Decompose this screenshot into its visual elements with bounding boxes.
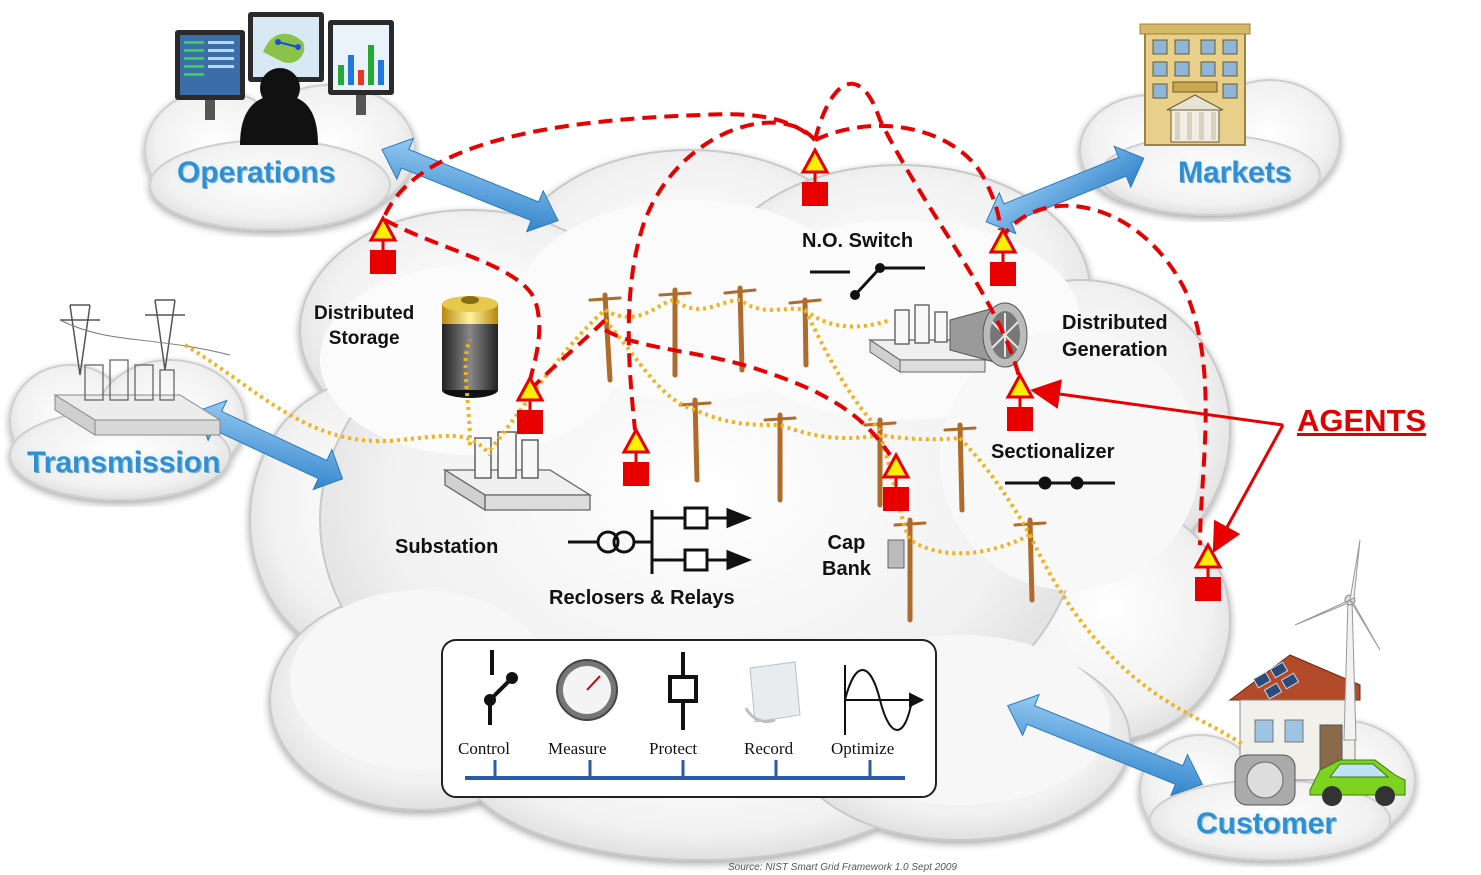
agent-square-icon — [623, 462, 649, 486]
markets-arrow — [985, 145, 1145, 235]
market-building-icon — [1139, 23, 1251, 146]
legend-control-label: Control — [458, 739, 510, 758]
agent-square-icon — [802, 182, 828, 206]
legend-record-label: Record — [744, 739, 794, 758]
customer-arrow — [1006, 693, 1204, 797]
agents-pointer-arrows — [1030, 379, 1285, 554]
distributed-storage-label: Distributed Storage — [314, 303, 415, 349]
agent-square-icon — [990, 262, 1016, 286]
sectionalizer-symbol — [1005, 476, 1115, 490]
substation-icon — [442, 431, 593, 512]
agent-marker — [988, 226, 1018, 286]
agent-square-icon — [517, 410, 543, 434]
no-switch-symbol — [810, 263, 925, 300]
transmission-substation-icon — [53, 299, 231, 436]
agent-square-icon — [1195, 577, 1221, 601]
reclosers-relays-label: Reclosers & Relays — [549, 587, 735, 609]
substation-label: Substation — [395, 536, 499, 558]
agent-square-icon — [370, 250, 396, 274]
control-icon — [484, 650, 518, 725]
cap-bank-icon — [887, 539, 905, 569]
operations-monitors-icon — [175, 12, 394, 145]
transmission-label: Transmission — [27, 446, 221, 479]
smart-meter-icon — [1234, 754, 1296, 806]
record-scroll-icon — [744, 661, 801, 723]
battery-icon — [442, 296, 498, 398]
agent-marker — [515, 374, 545, 434]
agent-square-icon — [883, 487, 909, 511]
customer-label: Customer — [1196, 807, 1337, 840]
agent-marker — [881, 451, 911, 511]
agent-marker — [800, 146, 830, 206]
distributed-generation-label: Distributed Generation — [1062, 312, 1168, 361]
agent-marker — [1193, 541, 1223, 601]
operations-label: Operations — [177, 156, 336, 189]
electric-car-icon — [1309, 759, 1406, 806]
cap-bank-label: Cap Bank — [822, 532, 871, 580]
legend-measure-label: Measure — [548, 739, 607, 758]
legend-optimize-label: Optimize — [831, 739, 895, 758]
agent-marker — [621, 426, 651, 486]
reclosers-relays-symbol — [568, 506, 753, 574]
legend-protect-label: Protect — [649, 739, 698, 758]
agents-label: AGENTS — [1297, 403, 1427, 438]
markets-label: Markets — [1178, 156, 1292, 189]
protect-icon — [668, 652, 698, 730]
agent-links — [383, 81, 1208, 546]
sectionalizer-label: Sectionalizer — [991, 441, 1115, 463]
agent-square-icon — [1007, 407, 1033, 431]
optimize-icon — [844, 665, 925, 735]
agent-marker — [368, 214, 398, 274]
measure-gauge-icon — [556, 659, 618, 721]
function-legend-box — [441, 639, 937, 798]
source-citation: Source: NIST Smart Grid Framework 1.0 Se… — [728, 862, 957, 873]
agent-marker — [1005, 371, 1035, 431]
operations-arrow — [381, 137, 559, 233]
wind-turbine-icon — [1294, 539, 1381, 741]
agent-triangle-icon — [800, 146, 830, 174]
transmission-cloud — [9, 359, 246, 501]
no-switch-label: N.O. Switch — [802, 230, 914, 252]
agent-markers — [368, 146, 1223, 601]
